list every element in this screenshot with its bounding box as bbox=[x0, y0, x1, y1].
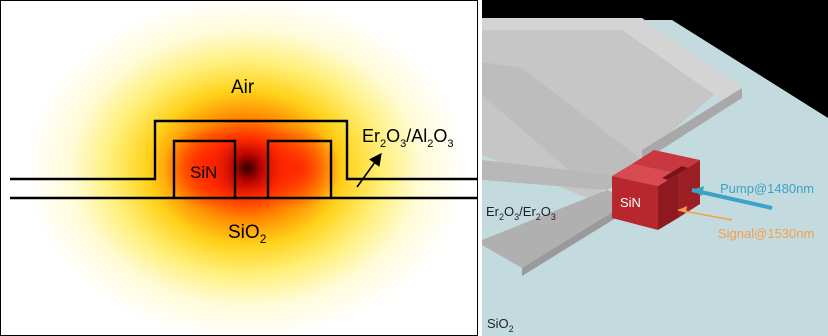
pump-beam bbox=[691, 188, 773, 210]
sin-rib-left bbox=[172, 139, 237, 198]
device-schematic-panel: Er2O3/Er2O3 SiN Pump@1480nm Signal@1530n… bbox=[482, 0, 828, 336]
film-lower-strip bbox=[482, 190, 632, 268]
signal-beam bbox=[677, 209, 733, 221]
sin-block-front-side bbox=[658, 174, 678, 230]
pump-label: Pump@1480nm bbox=[720, 181, 814, 196]
mode-profile-panel: Air SiN SiO2 Er2O3/Al2O3 bbox=[0, 0, 478, 336]
pump-arrow-head bbox=[692, 186, 704, 196]
cladding-label: Er2O3/Al2O3 bbox=[362, 126, 454, 150]
mode-lobe-right bbox=[253, 120, 343, 216]
sio2-label: SiO2 bbox=[228, 222, 267, 246]
device-schematic-svg: Er2O3/Er2O3 SiN Pump@1480nm Signal@1530n… bbox=[482, 0, 828, 336]
film-top-face bbox=[482, 62, 642, 190]
air-label: Air bbox=[231, 77, 255, 98]
cladding-arrow bbox=[356, 152, 382, 188]
sin-rib-right bbox=[266, 139, 333, 198]
sin-block-front bbox=[612, 176, 658, 230]
sin-block-back-side bbox=[678, 160, 700, 218]
film-label: Er2O3/Er2O3 bbox=[486, 204, 556, 222]
sin-block-label: SiN bbox=[620, 195, 641, 210]
cladding-outline bbox=[10, 119, 478, 181]
sin-label: SiN bbox=[190, 163, 217, 182]
film-top-surface bbox=[482, 18, 722, 200]
film-top-edge bbox=[482, 18, 742, 100]
film-lower-edge bbox=[522, 200, 632, 276]
sin-block-front-top bbox=[612, 164, 678, 186]
sin-slot bbox=[662, 166, 688, 180]
signal-arrow-head bbox=[678, 206, 687, 213]
signal-label: Signal@1530nm bbox=[718, 226, 814, 241]
film-side bbox=[482, 160, 630, 190]
film-right-edge bbox=[642, 88, 742, 162]
substrate-label: SiO2 bbox=[487, 316, 514, 334]
mode-profile-svg: Air SiN SiO2 Er2O3/Al2O3 bbox=[0, 0, 478, 336]
